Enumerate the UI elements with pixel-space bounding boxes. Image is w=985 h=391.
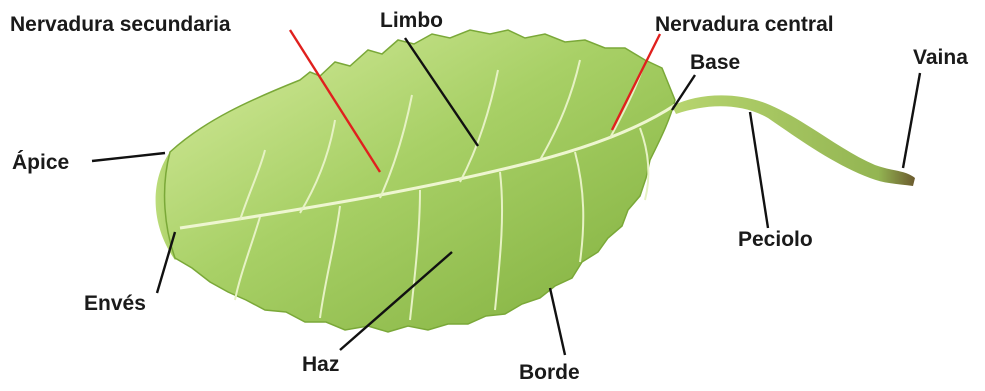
label-borde: Borde [519,362,580,383]
leader-borde [550,288,565,355]
label-limbo: Limbo [380,10,443,31]
label-peciolo: Peciolo [738,229,813,250]
petiole [672,95,915,186]
label-haz: Haz [302,354,339,375]
label-nervadura-secundaria: Nervadura secundaria [10,14,231,35]
leader-apice [92,153,165,161]
label-nervadura-central: Nervadura central [655,14,834,35]
label-enves: Envés [84,293,146,314]
label-apice: Ápice [12,152,69,173]
leader-vaina [903,73,920,168]
label-base: Base [690,52,740,73]
leader-peciolo [750,112,768,228]
leaf-blade [165,30,675,332]
label-vaina: Vaina [913,47,968,68]
